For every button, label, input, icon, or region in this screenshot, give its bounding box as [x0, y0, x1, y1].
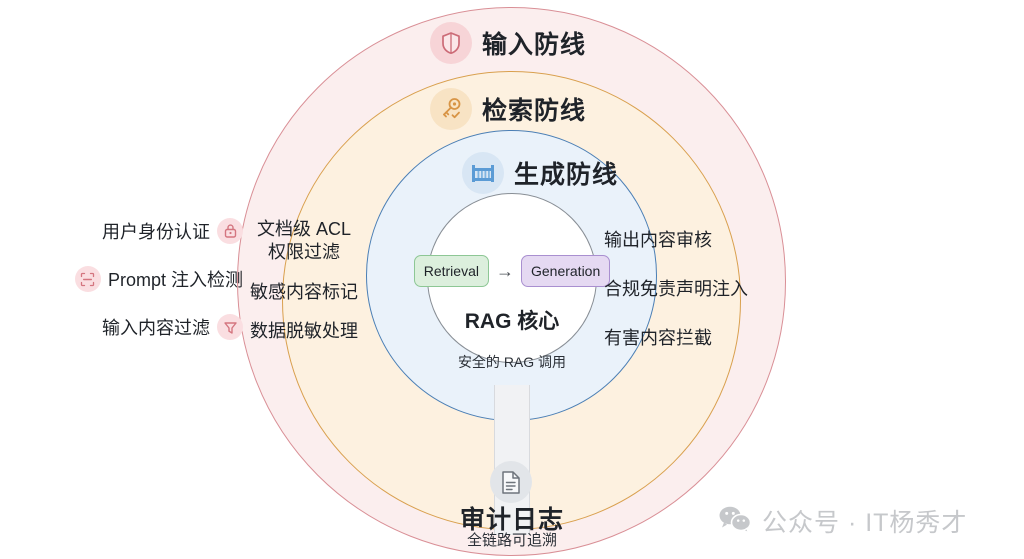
wechat-icon [718, 505, 752, 538]
ring-label-generation-text: 生成防线 [514, 161, 619, 189]
watermark-text: 公众号 · IT杨秀才 [762, 509, 968, 537]
ring-label-retrieval: 检索防线 [430, 88, 586, 130]
lock-icon [217, 218, 243, 244]
audit-trail-band [494, 385, 530, 535]
retrieval-item-line1: 文档级 ACL [256, 219, 352, 239]
list-item: 输入内容过滤 [102, 314, 243, 340]
generation-item-label: 合规免责声明注入 [604, 279, 748, 299]
watermark: 公众号 · IT杨秀才 [718, 503, 967, 539]
list-item: 文档级 ACL 权限过滤 [257, 218, 351, 265]
rag-core-title: RAG 核心 [464, 310, 560, 333]
retrieval-item-line1: 敏感内容标记 [250, 281, 358, 302]
generation-defense-items: 输出内容审核 合规免责声明注入 有害内容拦截 [604, 226, 754, 350]
generation-item-label: 输出内容审核 [604, 230, 712, 250]
audit-log-title: 审计日志 [459, 506, 564, 534]
key-check-icon [430, 88, 472, 130]
list-item: 用户身份认证 [102, 218, 243, 244]
funnel-filter-icon [217, 314, 243, 340]
input-item-label: 输入内容过滤 [102, 318, 210, 338]
retrieval-item-line1: 数据脱敏处理 [250, 321, 358, 342]
list-item: Prompt 注入检测 [74, 266, 243, 292]
ring-label-retrieval-text: 检索防线 [482, 97, 587, 125]
ring-label-input: 输入防线 [430, 22, 586, 64]
list-item: 敏感内容标记 [250, 281, 358, 304]
document-icon [490, 461, 532, 503]
retrieval-item-line2: 权限过滤 [268, 242, 340, 263]
generation-item-label: 有害内容拦截 [604, 328, 712, 348]
scan-detect-icon [74, 266, 101, 292]
list-item: 有害内容拦截 [604, 324, 712, 350]
list-item: 输出内容审核 [604, 226, 712, 252]
retrieval-defense-items: 文档级 ACL 权限过滤 敏感内容标记 数据脱敏处理 [243, 218, 365, 344]
input-defense-items: 用户身份认证 Prompt 注入检测 [58, 218, 243, 340]
rag-core-flow: Retrieval → Generation [413, 255, 611, 287]
retrieval-node: Retrieval [413, 255, 489, 287]
audit-log-subtitle: 全链路可追溯 [466, 532, 557, 549]
ring-label-generation: 生成防线 [462, 152, 618, 194]
rag-core-subtitle: 安全的 RAG 调用 [457, 354, 567, 370]
flow-arrow-icon: → [495, 261, 514, 281]
list-item: 数据脱敏处理 [250, 320, 358, 343]
input-item-label: 用户身份认证 [102, 222, 210, 242]
generation-node: Generation [520, 255, 611, 287]
shield-icon [430, 22, 472, 64]
ring-label-input-text: 输入防线 [482, 31, 587, 59]
list-item: 合规免责声明注入 [604, 275, 748, 301]
barrier-fence-icon [462, 152, 504, 194]
input-item-label: Prompt 注入检测 [107, 270, 243, 290]
